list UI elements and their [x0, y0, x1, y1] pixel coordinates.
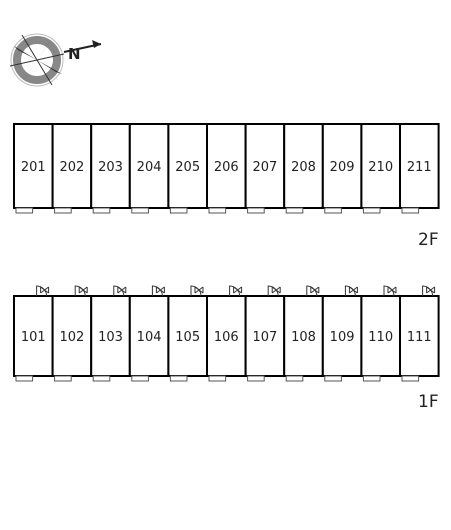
unit-outline [244, 295, 286, 377]
balcony [54, 375, 72, 382]
floor-2-plan: 201 202 203 204 205 206 207 208 209 210 211 [13, 123, 440, 214]
unit-outline [167, 295, 208, 377]
floor-label-2f: 2F [418, 230, 439, 250]
unit-210: 210 [360, 123, 401, 214]
unit-201: 201 [13, 123, 54, 214]
unit-number: 109 [330, 330, 355, 345]
unit-202: 202 [51, 123, 93, 214]
unit-number: 209 [330, 160, 355, 175]
unit-number: 105 [175, 330, 200, 345]
balcony [362, 375, 381, 382]
meter-box [78, 286, 88, 294]
balcony [54, 207, 72, 214]
balcony [15, 207, 34, 214]
unit-109: 109 [321, 285, 363, 382]
unit-outline [13, 295, 54, 377]
unit-number: 102 [59, 330, 84, 345]
balcony [169, 375, 188, 382]
unit-110: 110 [360, 285, 401, 382]
unit-number: 210 [368, 160, 393, 175]
unit-outline [90, 295, 131, 377]
unit-outline [321, 295, 363, 377]
unit-outline [244, 123, 286, 209]
balcony [247, 375, 265, 382]
balcony [131, 375, 149, 382]
unit-205: 205 [167, 123, 208, 214]
unit-number: 104 [137, 330, 162, 345]
meter-box [426, 286, 436, 294]
balcony [131, 207, 149, 214]
unit-number: 202 [59, 160, 84, 175]
unit-101: 101 [13, 285, 54, 382]
meter-box [117, 286, 127, 294]
unit-209: 209 [321, 123, 363, 214]
balcony [285, 207, 304, 214]
meter-box [348, 286, 358, 294]
balcony [247, 207, 265, 214]
unit-102: 102 [51, 285, 93, 382]
balcony [208, 375, 227, 382]
meter-box [194, 286, 204, 294]
floor-label-1f: 1F [418, 392, 439, 412]
unit-number: 208 [291, 160, 316, 175]
unit-number: 110 [368, 330, 393, 345]
unit-206: 206 [206, 123, 247, 214]
balcony [401, 375, 420, 382]
unit-number: 108 [291, 330, 316, 345]
unit-number: 211 [407, 160, 432, 175]
unit-211: 211 [399, 123, 440, 214]
unit-105: 105 [167, 285, 208, 382]
unit-number: 111 [407, 330, 432, 345]
unit-203: 203 [90, 123, 131, 214]
floor-1-plan: 101 102 103 104 105 106 107 108 109 110 111 [13, 285, 440, 382]
balcony [362, 207, 381, 214]
unit-number: 206 [214, 160, 239, 175]
meter-box [40, 286, 50, 294]
unit-207: 207 [244, 123, 286, 214]
balcony [285, 375, 304, 382]
meter-box [271, 286, 281, 294]
unit-outline [399, 295, 440, 377]
meter-box [387, 286, 397, 294]
unit-104: 104 [128, 285, 170, 382]
unit-204: 204 [128, 123, 170, 214]
unit-outline [13, 123, 54, 209]
unit-106: 106 [206, 285, 247, 382]
unit-outline [51, 295, 93, 377]
meter-box [233, 286, 243, 294]
meter-box [310, 286, 320, 294]
compass-north-letter: N [68, 45, 81, 63]
unit-103: 103 [90, 285, 131, 382]
unit-number: 205 [175, 160, 200, 175]
unit-outline [283, 123, 324, 209]
unit-outline [399, 123, 440, 209]
unit-208: 208 [283, 123, 324, 214]
unit-number: 106 [214, 330, 239, 345]
unit-108: 108 [283, 285, 324, 382]
balcony [324, 207, 342, 214]
unit-number: 101 [21, 330, 46, 345]
unit-111: 111 [399, 285, 440, 382]
meter-box [155, 286, 165, 294]
balcony [92, 207, 111, 214]
unit-number: 103 [98, 330, 123, 345]
unit-number: 107 [252, 330, 277, 345]
unit-number: 201 [21, 160, 46, 175]
unit-107: 107 [244, 285, 286, 382]
balcony [324, 375, 342, 382]
unit-number: 207 [252, 160, 277, 175]
unit-number: 203 [98, 160, 123, 175]
unit-outline [321, 123, 363, 209]
balcony [15, 375, 34, 382]
unit-number: 204 [137, 160, 162, 175]
balcony [401, 207, 420, 214]
balcony [208, 207, 227, 214]
balcony [169, 207, 188, 214]
balcony [92, 375, 111, 382]
compass-rose-icon: N [9, 33, 102, 87]
